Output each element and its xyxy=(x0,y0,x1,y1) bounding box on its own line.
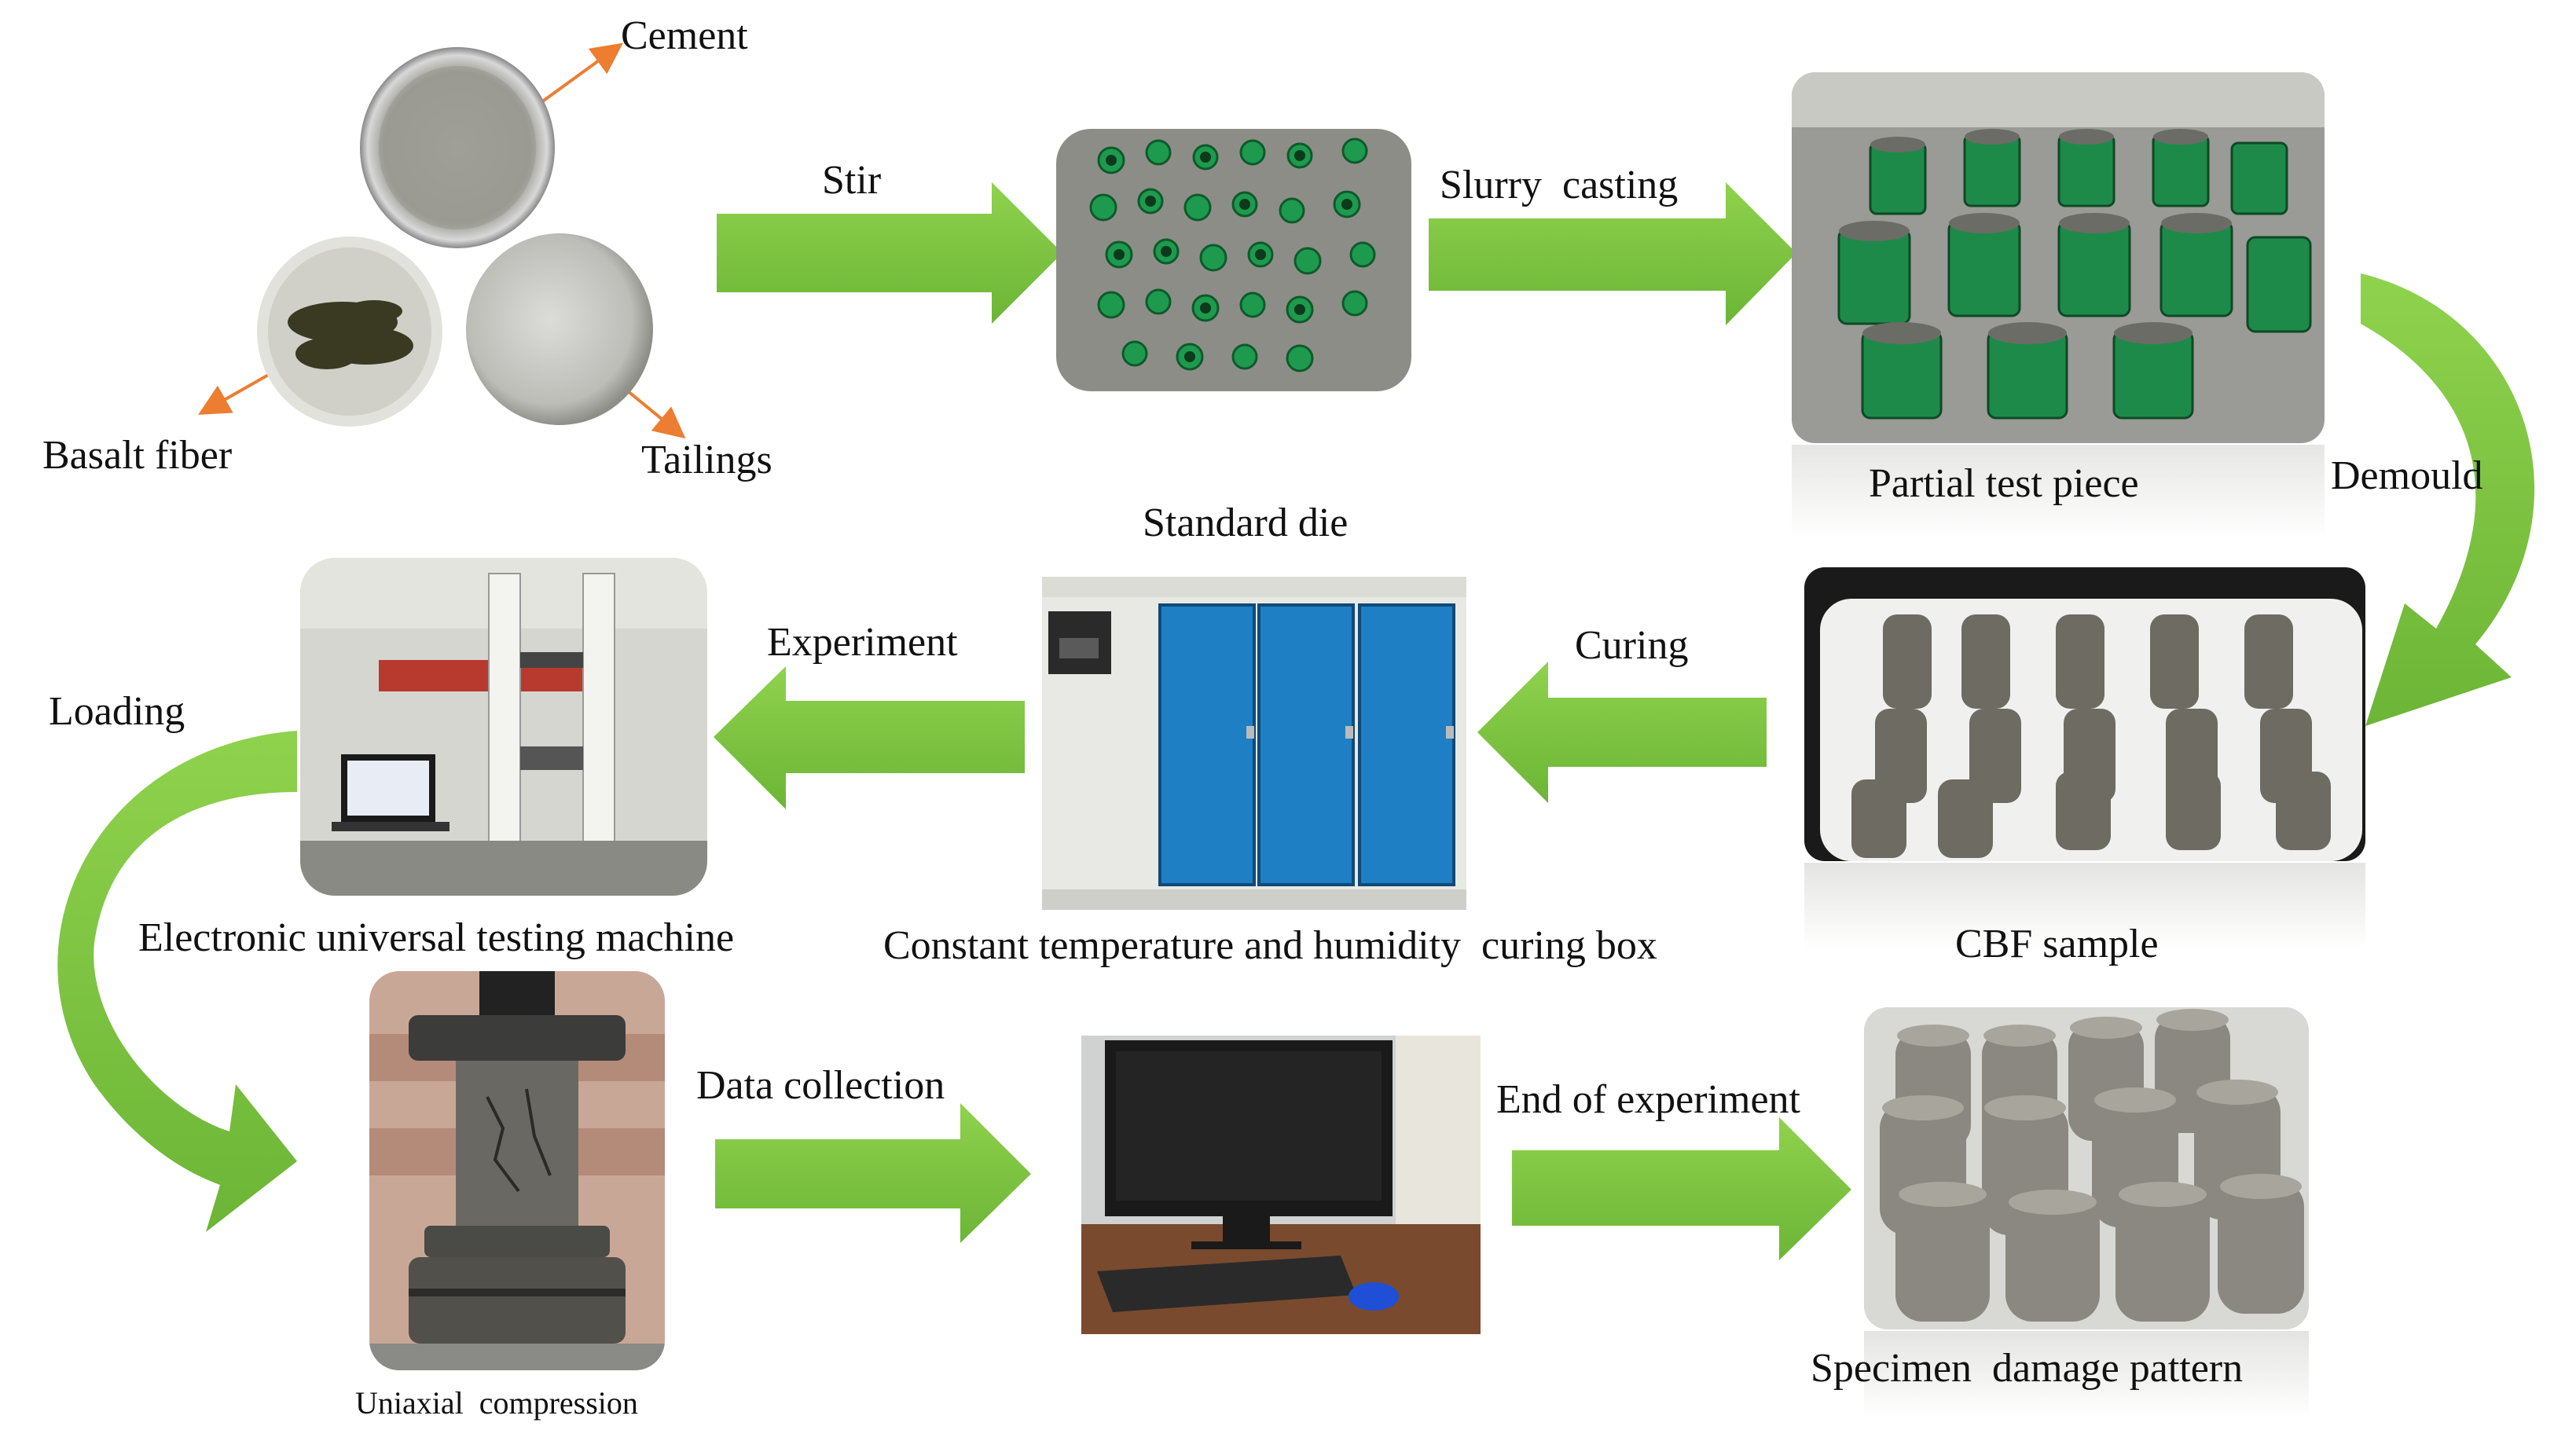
cbf-sample-caption: CBF sample xyxy=(1955,922,2159,966)
end-of-experiment-arrow xyxy=(1512,1117,1851,1260)
stir-arrow xyxy=(717,182,1062,324)
loading-label: Loading xyxy=(49,689,185,734)
partial-test-piece-photo xyxy=(1792,72,2325,443)
slurry-casting-label: Slurry casting xyxy=(1440,163,1679,207)
tailings-label: Tailings xyxy=(641,438,772,482)
curing-box-caption: Constant temperature and humidity curing… xyxy=(883,923,1657,968)
cement-pointer xyxy=(531,42,623,110)
curing-label: Curing xyxy=(1575,623,1689,668)
uniaxial-compression-caption: Uniaxial compression xyxy=(355,1385,638,1421)
data-collection-label: Data collection xyxy=(696,1063,945,1108)
damage-pattern-photo xyxy=(1864,1007,2309,1329)
loading-arrow xyxy=(57,731,297,1232)
stir-label: Stir xyxy=(822,158,882,203)
basalt-fiber-label: Basalt fiber xyxy=(42,433,233,478)
testing-machine-photo xyxy=(300,558,707,896)
standard-die-caption: Standard die xyxy=(1143,500,1349,545)
cement-label: Cement xyxy=(621,13,748,58)
damage-pattern-caption: Specimen damage pattern xyxy=(1811,1346,2244,1391)
damage-pattern-reflection xyxy=(1864,1331,2309,1417)
uniaxial-compression-photo xyxy=(369,971,665,1370)
green-molds-photo xyxy=(1056,129,1411,391)
demould-label: Demould xyxy=(2331,453,2483,498)
curing-box-photo xyxy=(1042,577,1466,910)
experiment-arrow xyxy=(714,666,1025,809)
cbf-sample-photo xyxy=(1804,567,2365,861)
cement-dish-photo xyxy=(360,47,555,248)
cbf-sample-reflection xyxy=(1804,863,2365,949)
curing-arrow xyxy=(1477,662,1767,803)
tailings-dish-photo xyxy=(466,233,653,425)
data-collection-arrow xyxy=(715,1103,1031,1243)
experiment-label: Experiment xyxy=(767,620,958,665)
end-of-experiment-label: End of experiment xyxy=(1496,1077,1800,1122)
demould-arrow xyxy=(2361,273,2535,726)
partial-test-piece-reflection xyxy=(1792,445,2325,539)
partial-test-piece-caption: Partial test piece xyxy=(1869,461,2139,506)
slurry-casting-arrow xyxy=(1429,182,1796,325)
computer-photo xyxy=(1081,1036,1481,1334)
basalt-fiber-dish-photo xyxy=(257,236,442,427)
testing-machine-caption: Electronic universal testing machine xyxy=(138,915,735,960)
